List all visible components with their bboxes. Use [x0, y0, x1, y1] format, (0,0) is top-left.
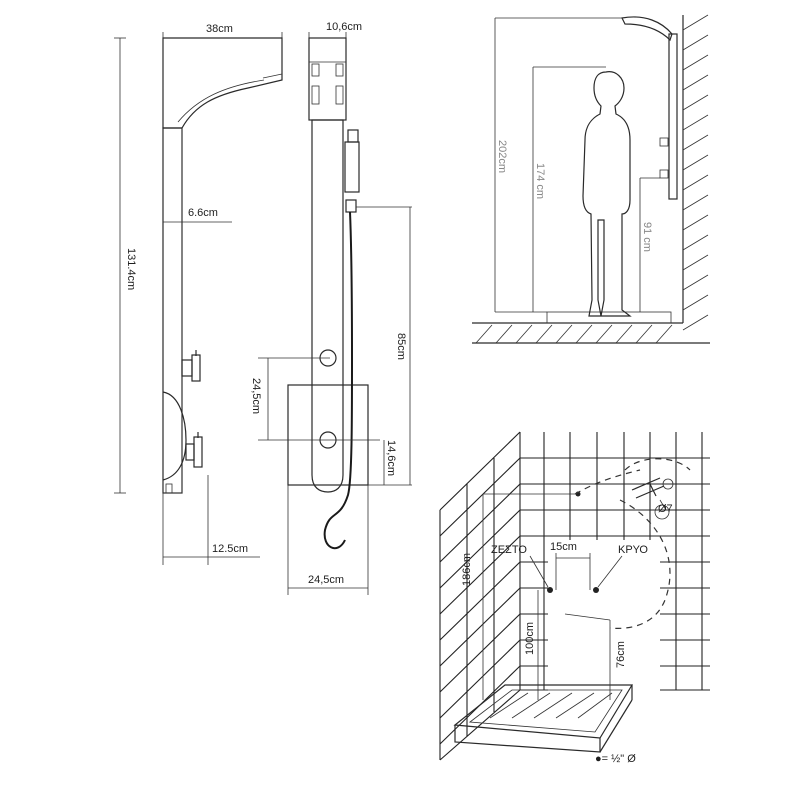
- cold-label: ΚΡΥΟ: [618, 544, 648, 556]
- side-view: 38cm 6.6cm 131.4cm: [114, 23, 283, 565]
- dim-inlet-spacing: 15cm: [550, 541, 577, 553]
- dim-depth-bottom: 12.5cm: [212, 543, 248, 555]
- hole-diameter: Ø7: [658, 503, 673, 515]
- mixer-body: [162, 391, 187, 481]
- dim-valve-spacing: 24,5cm: [250, 378, 262, 414]
- pipe-legend: ●= ½" Ø: [595, 753, 636, 765]
- hole-detail: [631, 477, 674, 520]
- mini-shower-panel: [621, 16, 673, 42]
- install-view: ΖΕΣΤΟ ΚΡΥΟ 15cm 186cm 100cm 76cm Ø: [439, 431, 710, 765]
- dim-bar-depth: 6.6cm: [188, 207, 218, 219]
- dim-valve-height: 91 cm: [641, 222, 653, 252]
- diverter-knob: [181, 350, 201, 382]
- floor-hatch: [475, 324, 673, 344]
- shower-head-arm: [162, 37, 283, 129]
- wall-hatch: [682, 14, 709, 331]
- person-view: 202cm 174 cm 91 cm: [472, 14, 710, 344]
- hot-inlet: [547, 587, 553, 593]
- dim-front-width: 10,6cm: [326, 21, 362, 33]
- dim-front-width-bottom: 24,5cm: [308, 574, 344, 586]
- front-column: [311, 119, 344, 493]
- front-view: 10,6cm 24,5cm 85cm: [250, 21, 412, 595]
- dim-width-top: 38cm: [206, 23, 233, 35]
- hand-shower: [344, 129, 360, 213]
- dim-person-height: 174 cm: [534, 163, 546, 199]
- cold-inlet: [593, 587, 599, 593]
- shower-hose: [323, 211, 353, 550]
- shower-head-front: [308, 37, 347, 121]
- detail-callout-arc: [574, 469, 641, 495]
- person-silhouette: [582, 71, 632, 317]
- shower-tray: [453, 684, 634, 753]
- wall-plate: [287, 384, 369, 486]
- dim-top-height: 186cm: [461, 553, 473, 586]
- thermostat-knob: [185, 432, 203, 468]
- side-bar: [162, 127, 183, 494]
- dim-ceiling-height: 202cm: [496, 140, 508, 173]
- dim-bottom-offset: 14,6cm: [385, 440, 397, 476]
- hot-label: ΖΕΣΤΟ: [491, 544, 527, 556]
- dim-height-total: 131.4cm: [125, 248, 137, 290]
- dim-hot-height: 100cm: [524, 622, 536, 655]
- dim-cold-height: 76cm: [615, 641, 627, 668]
- dim-hand-shower-height: 85cm: [395, 333, 407, 360]
